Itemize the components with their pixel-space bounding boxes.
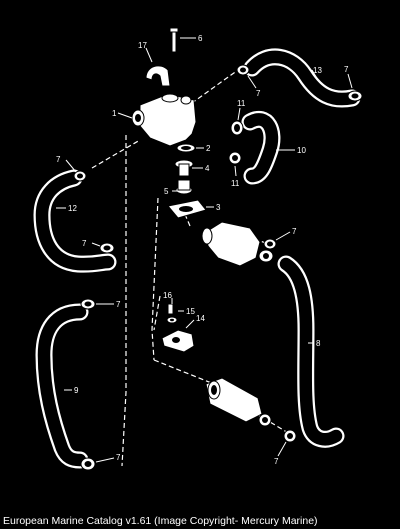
- catalog-caption: European Marine Catalog v1.61 (Image Cop…: [3, 515, 318, 527]
- callout-7f: 7: [116, 300, 121, 309]
- callout-5: 5: [164, 187, 169, 196]
- leader-lines: [56, 37, 353, 463]
- hose-13: [243, 48, 361, 108]
- callout-6: 6: [198, 34, 203, 43]
- callout-7e: 7: [292, 227, 297, 236]
- callout-1: 1: [112, 109, 117, 118]
- callout-7a: 7: [56, 155, 61, 164]
- callout-2: 2: [206, 144, 211, 153]
- hose-clamp-icon: [263, 238, 277, 250]
- callout-11b: 11: [231, 179, 240, 188]
- bracket-part-14: [161, 329, 195, 353]
- gasket-part-2: [176, 143, 196, 153]
- hose-clamp-icon: [283, 429, 297, 443]
- hose-8: [277, 255, 345, 448]
- callout-13: 13: [313, 66, 322, 75]
- bolt-part-6: [169, 27, 179, 53]
- hose-9: [35, 303, 89, 469]
- callout-7c: 7: [344, 65, 349, 74]
- valve-housing-part: [201, 221, 274, 267]
- exploded-parts-diagram: 1 2 3 4 5 6 7 7 7 7 7 7 7 7 8 9 10 11 11…: [33, 27, 363, 471]
- gasket-part-3: [167, 199, 207, 219]
- callout-4: 4: [205, 164, 210, 173]
- hose-clamp-icon: [80, 298, 96, 310]
- hose-12: [33, 169, 117, 273]
- callout-12: 12: [68, 204, 77, 213]
- callout-16: 16: [163, 291, 172, 300]
- callout-3: 3: [216, 203, 221, 212]
- bolt-part-16: [167, 303, 174, 315]
- thermostat-housing-part-1: [131, 93, 197, 147]
- washer-part-15: [166, 316, 178, 324]
- callout-10: 10: [297, 146, 306, 155]
- seal-part-5: [175, 179, 193, 195]
- callout-17: 17: [138, 41, 147, 50]
- thermostat-part-4: [174, 159, 194, 177]
- callout-8: 8: [316, 339, 321, 348]
- hose-10: [241, 111, 281, 185]
- hose-clamp-icon: [236, 64, 250, 76]
- callout-9: 9: [74, 386, 79, 395]
- callout-14: 14: [196, 314, 205, 323]
- hose-clamp-icon: [228, 151, 242, 165]
- callout-labels: 1 2 3 4 5 6 7 7 7 7 7 7 7 7 8 9 10 11 11…: [56, 34, 349, 466]
- callout-7d: 7: [82, 239, 87, 248]
- callout-11a: 11: [237, 99, 246, 108]
- hose-clamp-icon: [73, 170, 87, 182]
- lower-fitting-assembly: [205, 377, 272, 427]
- bracket-part-17: [145, 65, 171, 87]
- hose-clamp-icon: [230, 120, 244, 136]
- callout-7h: 7: [116, 453, 121, 462]
- hose-clamp-icon: [80, 457, 96, 471]
- callout-15: 15: [186, 307, 195, 316]
- callout-7b: 7: [256, 89, 261, 98]
- callout-7g: 7: [274, 457, 279, 466]
- hose-clamp-icon: [99, 242, 115, 254]
- hose-clamp-icon: [347, 90, 363, 102]
